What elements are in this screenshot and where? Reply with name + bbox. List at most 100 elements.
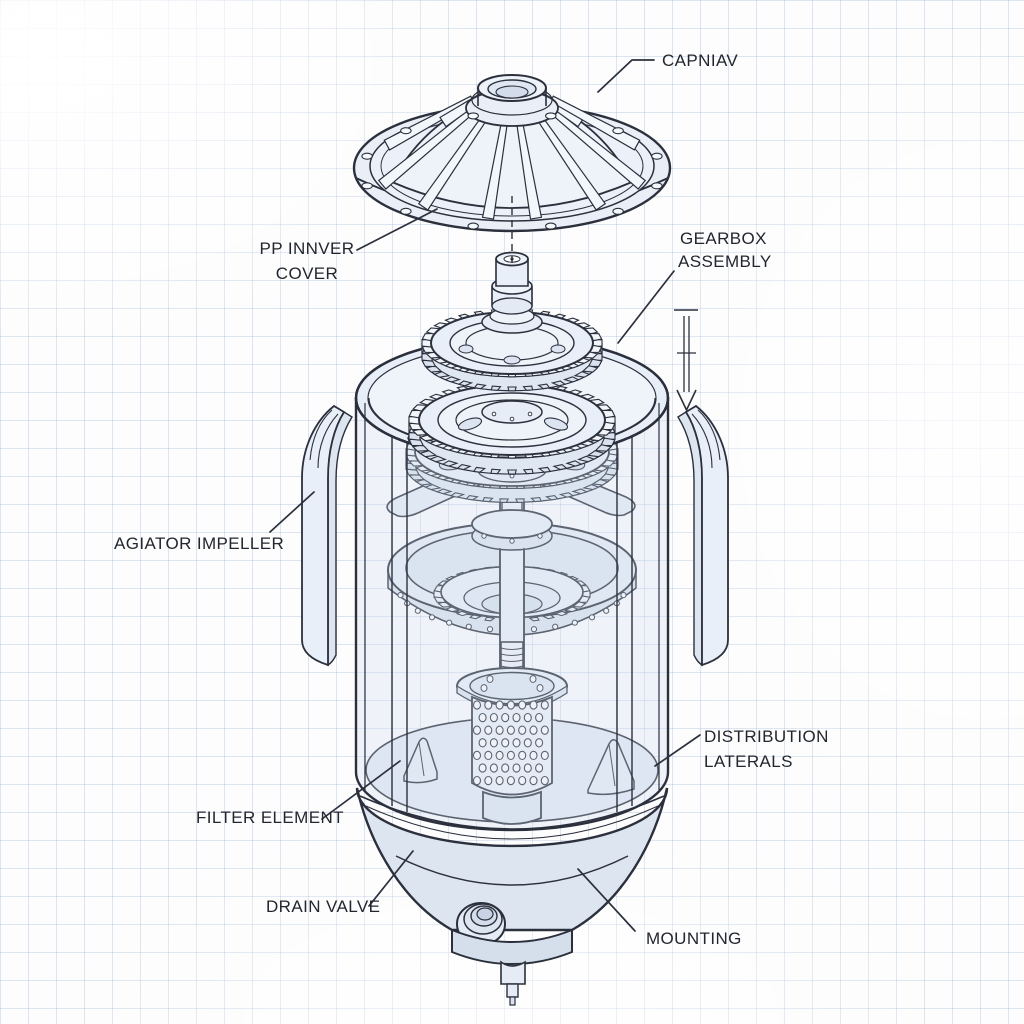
gear-tooth xyxy=(437,601,453,608)
label-inner-cover-line1: PP INNVER xyxy=(260,239,355,258)
gear-tooth xyxy=(490,468,502,475)
gear-middle xyxy=(408,381,616,475)
bolt-hole xyxy=(467,222,479,230)
gear-tooth xyxy=(576,455,596,463)
thread-line xyxy=(500,647,524,650)
dimension-arrow xyxy=(674,309,698,412)
gear-tooth xyxy=(522,385,534,391)
gear-tooth xyxy=(433,371,451,378)
gear-tooth xyxy=(544,495,559,501)
label-distribution-line2: LATERALS xyxy=(704,752,793,771)
perforation-hole xyxy=(506,750,515,761)
bolt-hole xyxy=(545,222,557,230)
perforation-hole xyxy=(501,763,510,773)
perforation-hole xyxy=(506,775,515,786)
gear-tooth xyxy=(473,383,487,390)
perforation-hole xyxy=(506,700,515,710)
leader-gearbox xyxy=(617,270,675,344)
gear-tooth xyxy=(507,469,517,475)
label-agitator: AGIATOR IMPELLER xyxy=(114,534,284,553)
bolt-hole xyxy=(361,152,373,160)
perforation-hole xyxy=(529,775,538,786)
gear-tooth xyxy=(455,610,471,617)
gear-tooth xyxy=(587,358,603,368)
gear-tooth xyxy=(591,478,610,486)
label-gearbox-line2: ASSEMBLY xyxy=(678,252,772,271)
dome-flange-bolt-holes xyxy=(361,112,663,230)
gear-tooth xyxy=(444,606,461,613)
gear-tooth xyxy=(456,464,472,471)
bolt-hole xyxy=(552,623,559,630)
gear-tooth xyxy=(550,380,567,387)
bolt-hole xyxy=(414,607,421,614)
gear-tooth xyxy=(573,371,591,378)
leader-filter xyxy=(321,760,401,820)
perforation-hole xyxy=(540,725,549,735)
gear-tooth xyxy=(537,383,551,390)
perforation-hole xyxy=(495,775,504,786)
gear-tooth xyxy=(472,466,487,473)
bolt-hole xyxy=(612,207,624,215)
label-cap: CAPNIAV xyxy=(662,51,738,70)
gear-tooth xyxy=(444,376,462,383)
dome-rib xyxy=(549,95,641,151)
perforation-hole xyxy=(472,750,482,761)
perforation-hole xyxy=(535,763,544,773)
gear-tooth xyxy=(457,380,474,387)
perforation-hole xyxy=(518,725,527,735)
perforation-hole xyxy=(529,725,538,735)
gear-teeth xyxy=(421,308,603,378)
gear-tooth xyxy=(563,606,580,613)
gear-tooth xyxy=(428,455,448,463)
bolt-hole xyxy=(612,127,624,135)
perforation-hole xyxy=(540,750,549,761)
perforation-hole xyxy=(518,700,527,710)
gear-tooth xyxy=(541,614,556,620)
perforation-hole xyxy=(512,712,521,723)
gear-tooth xyxy=(490,385,502,391)
gear-top xyxy=(421,307,603,392)
perforation-hole xyxy=(489,712,498,723)
perforation-hole xyxy=(478,738,487,748)
bolt-hole xyxy=(400,127,412,135)
bolt-hole xyxy=(530,626,538,633)
label-gearbox-line1: GEARBOX xyxy=(680,229,767,248)
baffle-panel-left xyxy=(301,404,353,667)
bolt-hole xyxy=(651,152,663,160)
gear-tooth xyxy=(522,468,534,475)
gear-tooth xyxy=(571,488,589,495)
arrowhead-icon xyxy=(676,389,697,412)
gear-tooth xyxy=(537,466,552,473)
perforation-hole xyxy=(495,725,504,735)
bolt-hole xyxy=(588,614,596,621)
perforation-hole xyxy=(518,775,527,786)
gear-tooth xyxy=(552,464,568,471)
perforation-hole xyxy=(512,738,521,748)
gear-tooth xyxy=(558,492,575,498)
distribution-fin-right xyxy=(587,739,635,796)
bolt-hole xyxy=(545,112,557,120)
bolt-hole xyxy=(465,623,472,630)
perforation-hole xyxy=(535,738,544,748)
leader-agitator xyxy=(269,491,315,533)
labels: CAPNIAV PP INNVER COVER GEARBOX ASSEMBLY… xyxy=(114,51,829,948)
gearbox-gear-stack xyxy=(408,251,616,475)
thread-line xyxy=(500,653,524,656)
gear-tooth xyxy=(411,444,430,452)
gear-tooth xyxy=(582,484,600,491)
leader-inner-cover xyxy=(356,208,438,251)
gear-tooth xyxy=(599,437,616,447)
vessel-interior xyxy=(365,469,659,825)
thread-line xyxy=(500,659,524,662)
perforation-hole xyxy=(478,763,487,773)
perforation-hole xyxy=(495,700,504,710)
perforation-hole xyxy=(484,750,493,761)
label-distribution-line1: DISTRIBUTION xyxy=(704,727,829,746)
gear-tooth xyxy=(418,450,438,458)
gear-tooth xyxy=(507,386,517,392)
baffle-panel-right xyxy=(677,404,729,667)
perforation-hole xyxy=(478,712,487,723)
leader-drain xyxy=(368,850,414,907)
filter-perforations xyxy=(472,700,549,786)
bolt-hole xyxy=(400,207,412,215)
